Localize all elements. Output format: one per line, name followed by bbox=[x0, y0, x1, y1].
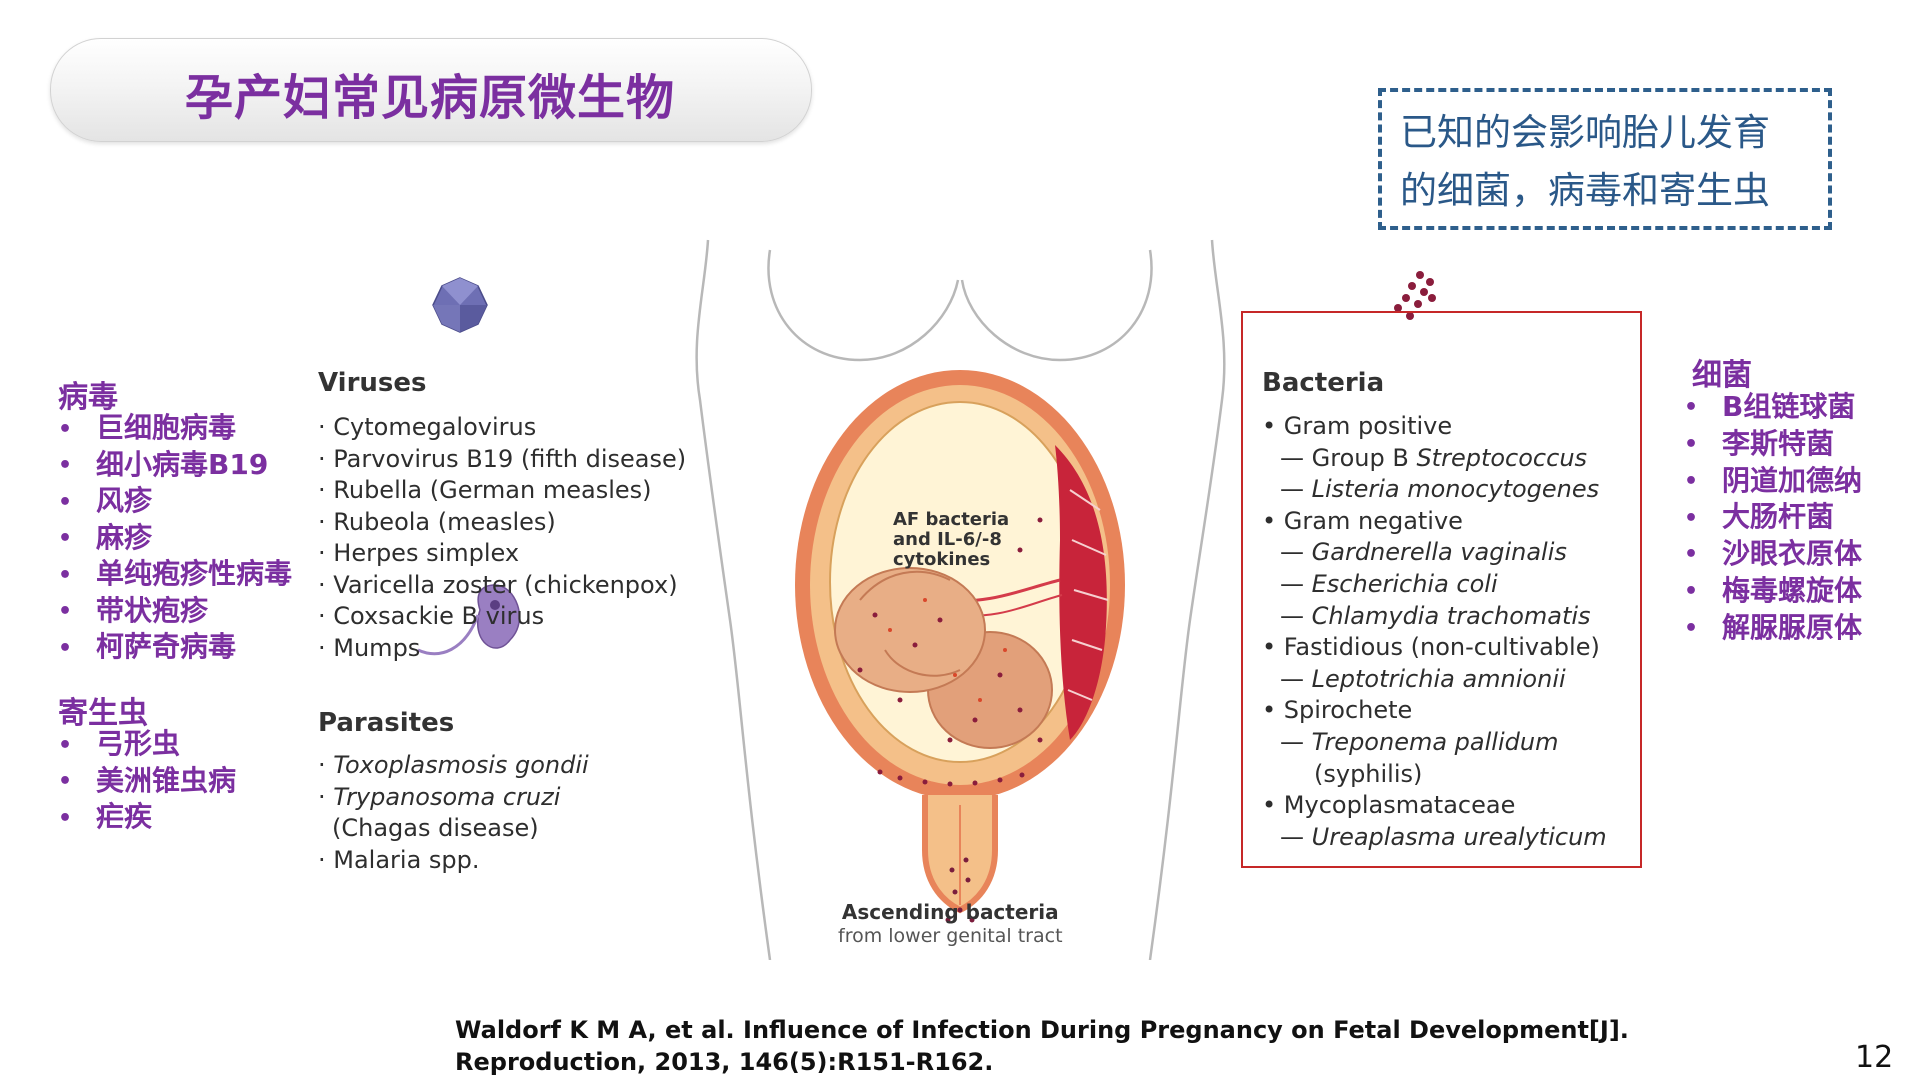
virus-cn-list: •巨细胞病毒 •细小病毒B19 •风疹 •麻疹 •单纯疱疹性病毒 •带状疱疹 •… bbox=[58, 410, 292, 666]
list-item: · Parvovirus B19 (fifth disease) bbox=[318, 444, 687, 473]
list-item: • Fastidious (non-cultivable) bbox=[1262, 633, 1600, 662]
note-line-2: 的细菌，病毒和寄生虫 bbox=[1400, 169, 1770, 212]
list-item: — Escherichia coli bbox=[1280, 569, 1498, 598]
virus-icon bbox=[432, 277, 488, 333]
list-item: •巨细胞病毒 bbox=[58, 411, 237, 444]
title-bar bbox=[50, 38, 812, 142]
list-item: •阴道加德纳 bbox=[1684, 463, 1863, 497]
list-item: (syphilis) bbox=[1314, 759, 1423, 788]
af-label: AF bacteria and IL-6/-8 cytokines bbox=[893, 509, 1010, 570]
list-item: · Rubeola (measles) bbox=[318, 507, 556, 536]
parasites-title: Parasites bbox=[318, 708, 455, 738]
virus-heading: 病毒 bbox=[58, 380, 118, 415]
parasite-heading: 寄生虫 bbox=[58, 696, 148, 731]
list-item: (Chagas disease) bbox=[332, 814, 539, 842]
list-item: — Gardnerella vaginalis bbox=[1280, 538, 1567, 567]
list-item: •细小病毒B19 bbox=[58, 447, 269, 481]
note-line-1: 已知的会影响胎儿发育 bbox=[1400, 111, 1770, 154]
bacteria-heading: 细菌 bbox=[1692, 358, 1752, 393]
list-item: · Mumps bbox=[318, 633, 421, 662]
parasite-cn-list: •弓形虫 •美洲锥虫病 •疟疾 bbox=[58, 726, 236, 836]
list-item: — Treponema pallidum bbox=[1280, 727, 1559, 756]
citation: Waldorf K M A, et al. Influence of Infec… bbox=[455, 1016, 1629, 1076]
list-item: •李斯特菌 bbox=[1684, 426, 1835, 460]
list-item: — Chlamydia trachomatis bbox=[1280, 601, 1591, 630]
list-item: • Gram positive bbox=[1262, 412, 1453, 440]
slide-title: 孕产妇常见病原微生物 bbox=[185, 70, 676, 126]
viruses-title: Viruses bbox=[318, 368, 427, 398]
list-item: • Gram negative bbox=[1262, 506, 1463, 535]
list-item: · Malaria spp. bbox=[318, 845, 480, 874]
list-item: •梅毒螺旋体 bbox=[1684, 573, 1863, 607]
list-item: •柯萨奇病毒 bbox=[58, 630, 237, 663]
bacteria-box bbox=[1241, 311, 1642, 868]
list-item: — Listeria monocytogenes bbox=[1280, 475, 1600, 504]
list-item: • Mycoplasmataceae bbox=[1262, 791, 1516, 820]
list-item: — Group B Streptococcus bbox=[1280, 443, 1588, 472]
list-item: · Cytomegalovirus bbox=[318, 413, 537, 441]
list-item: — Ureaplasma urealyticum bbox=[1280, 822, 1607, 851]
parasite-icon bbox=[417, 584, 521, 656]
list-item: •带状疱疹 bbox=[58, 593, 209, 627]
list-item: •大肠杆菌 bbox=[1684, 500, 1835, 534]
list-item: — Leptotrichia amnionii bbox=[1280, 664, 1566, 693]
list-item: •麻疹 bbox=[58, 520, 153, 554]
parasites-list: · Toxoplasmosis gondii · Trypanosoma cru… bbox=[318, 750, 589, 876]
fetus-body bbox=[834, 567, 986, 693]
list-item: •弓形虫 bbox=[58, 727, 181, 760]
pregnancy-illustration bbox=[417, 239, 1436, 960]
list-item: •风疹 bbox=[58, 484, 153, 517]
list-item: · Coxsackie B virus bbox=[318, 602, 545, 630]
list-item: •美洲锥虫病 bbox=[58, 763, 237, 797]
list-item: · Toxoplasmosis gondii bbox=[318, 751, 589, 779]
page-number: 12 bbox=[1855, 1040, 1894, 1075]
list-item: · Trypanosoma cruzi bbox=[318, 782, 561, 811]
bacteria-title: Bacteria bbox=[1262, 368, 1385, 398]
list-item: · Herpes simplex bbox=[318, 539, 520, 567]
list-item: •疟疾 bbox=[58, 800, 153, 833]
list-item: •沙眼衣原体 bbox=[1684, 537, 1863, 570]
list-item: · Varicella zoster (chickenpox) bbox=[318, 570, 678, 599]
viruses-list: · Cytomegalovirus · Parvovirus B19 (fift… bbox=[318, 412, 686, 664]
bacteria-list: • Gram positive — Group B Streptococcus … bbox=[1262, 411, 1607, 853]
list-item: •B组链球菌 bbox=[1684, 390, 1856, 423]
list-item: •单纯疱疹性病毒 bbox=[58, 557, 293, 590]
bacteria-cn-list: •B组链球菌 •李斯特菌 •阴道加德纳 •大肠杆菌 •沙眼衣原体 •梅毒螺旋体 … bbox=[1684, 389, 1862, 646]
list-item: • Spirochete bbox=[1262, 696, 1413, 725]
note-box: 已知的会影响胎儿发育 的细菌，病毒和寄生虫 bbox=[1378, 88, 1832, 230]
list-item: · Rubella (German measles) bbox=[318, 476, 652, 504]
ascending-label: Ascending bacteria from lower genital tr… bbox=[838, 900, 1063, 947]
bacteria-cluster-icon bbox=[1394, 271, 1436, 320]
list-item: •解脲脲原体 bbox=[1684, 610, 1863, 644]
